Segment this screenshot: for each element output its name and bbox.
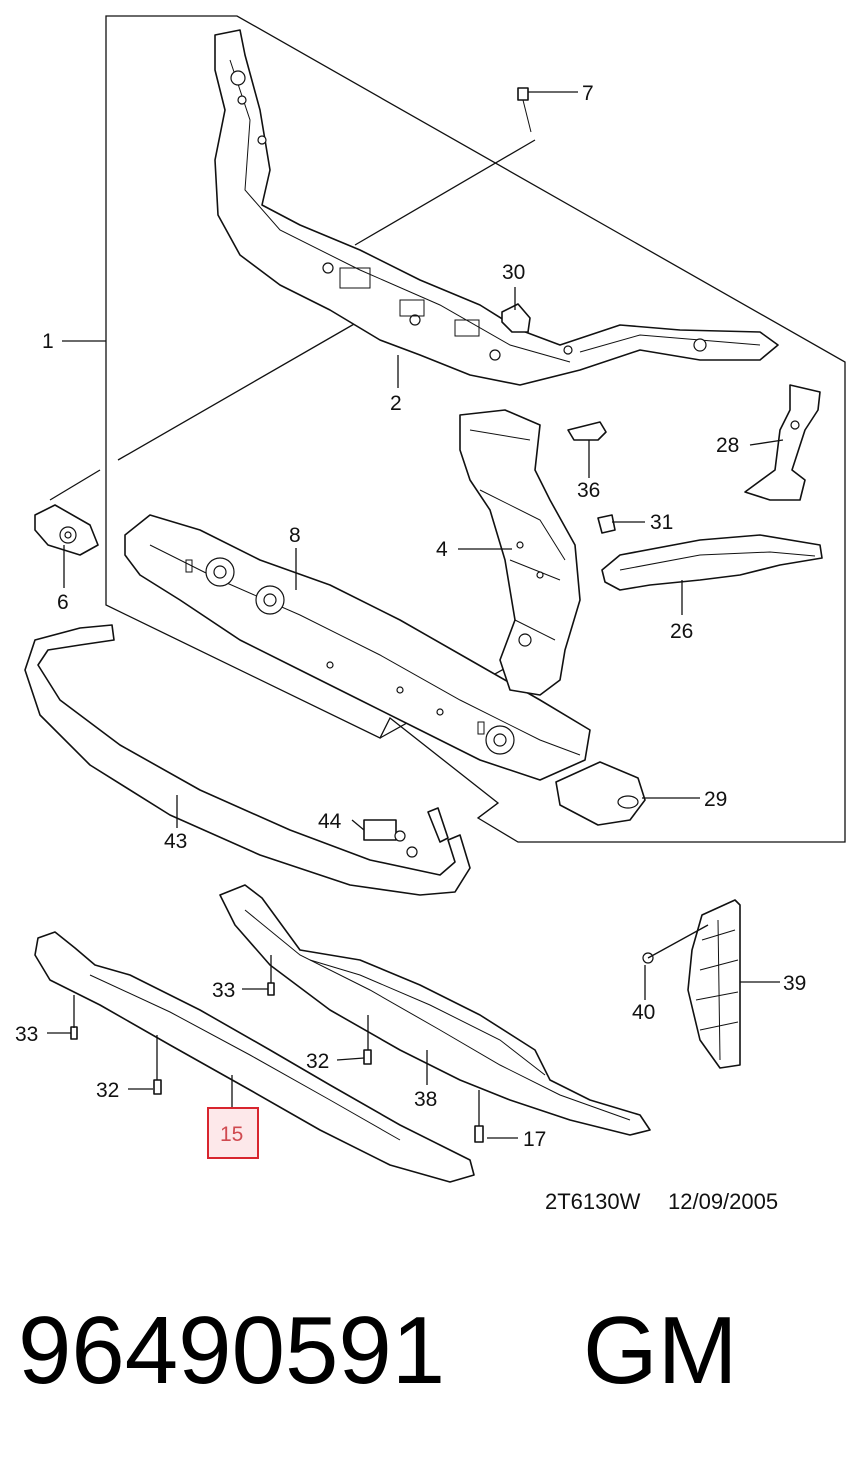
callout-1: 1 — [42, 330, 54, 353]
leader-lines — [47, 91, 784, 1139]
drawing-date: 12/09/2005 — [668, 1189, 778, 1214]
callout-4: 4 — [436, 538, 448, 561]
clip-44 — [363, 807, 449, 858]
callout-39: 39 — [783, 972, 806, 995]
bolt-32-right — [363, 1049, 372, 1065]
part-number: 96490591 — [18, 1297, 446, 1404]
callout-40: 40 — [632, 1001, 655, 1024]
callout-38: 38 — [414, 1088, 437, 1111]
drawing-code: 2T6130W — [545, 1189, 641, 1214]
bolt-7 — [517, 87, 532, 133]
callout-30: 30 — [502, 261, 525, 284]
callout-32-right: 32 — [306, 1050, 329, 1073]
callout-26: 26 — [670, 620, 693, 643]
callout-28: 28 — [716, 434, 739, 457]
callout-33-lower: 33 — [15, 1023, 38, 1046]
callout-8: 8 — [289, 524, 301, 547]
callout-29: 29 — [704, 788, 727, 811]
deflector-15 — [34, 931, 475, 1183]
bolt-17 — [474, 1125, 484, 1143]
bolt-33-lower — [70, 1026, 78, 1040]
side-member-4 — [459, 409, 581, 696]
footer: 96490591 GM — [18, 1296, 858, 1406]
bracket-28 — [744, 384, 821, 501]
callout-36: 36 — [577, 479, 600, 502]
bolt-33-upper — [267, 982, 275, 996]
callout-6: 6 — [57, 591, 69, 614]
clip-30 — [501, 303, 531, 333]
clip-31 — [597, 514, 616, 534]
callout-2: 2 — [390, 392, 402, 415]
block-29 — [555, 761, 646, 826]
callout-15: 15 — [220, 1123, 243, 1146]
bracket-6 — [34, 504, 99, 556]
callout-43: 43 — [164, 830, 187, 853]
splash-shield-38 — [219, 884, 651, 1136]
callout-31: 31 — [650, 511, 673, 534]
side-seal-39 — [687, 899, 741, 1069]
clip-36 — [567, 421, 607, 441]
rod-43 — [24, 624, 471, 896]
lower-member-26 — [601, 534, 823, 591]
bolt-40 — [642, 924, 709, 964]
lower-tie-bar — [124, 514, 591, 781]
highlight-box-15 — [207, 1107, 259, 1159]
callout-32-left: 32 — [96, 1079, 119, 1102]
brand-name: GM — [583, 1297, 738, 1404]
upper-support-beam — [214, 29, 779, 386]
callout-7: 7 — [582, 82, 594, 105]
callout-33-upper: 33 — [212, 979, 235, 1002]
callout-17: 17 — [523, 1128, 546, 1151]
bolt-32-left — [153, 1079, 162, 1095]
callout-44: 44 — [318, 810, 342, 833]
